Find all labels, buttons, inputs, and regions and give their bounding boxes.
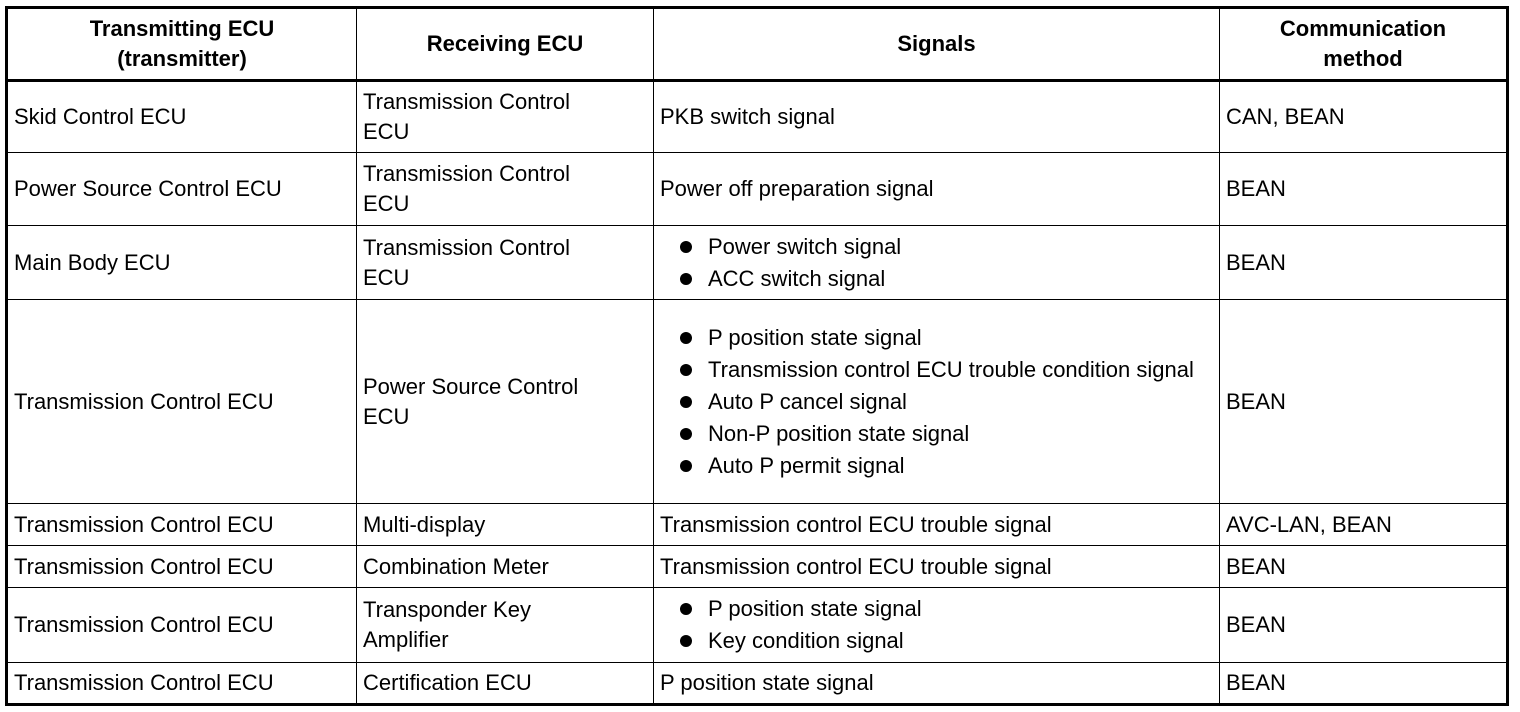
receiving-ecu-cell: Multi-display [356, 503, 654, 546]
signal-bullet-list: Power switch signal ACC switch signal [660, 232, 1213, 294]
method-cell: BEAN [1219, 662, 1508, 705]
transmitting-ecu-cell: Transmission Control ECU [6, 299, 357, 504]
transmitting-ecu-cell: Skid Control ECU [6, 80, 357, 153]
signals-cell: P position state signal Key condition si… [653, 587, 1220, 663]
ecu-communication-table: Transmitting ECU (transmitter) Receiving… [5, 6, 1509, 706]
method-cell: BEAN [1219, 587, 1508, 663]
transmitting-ecu-cell: Main Body ECU [6, 225, 357, 300]
header-signals: Signals [653, 7, 1220, 82]
receiving-ecu-cell: Certification ECU [356, 662, 654, 705]
method-cell: BEAN [1219, 299, 1508, 504]
signal-bullet-item: Auto P cancel signal [660, 387, 1213, 417]
signal-bullet-item: Transmission control ECU trouble conditi… [660, 355, 1213, 385]
bullet-icon [680, 459, 692, 472]
transmitting-ecu-cell: Power Source Control ECU [6, 152, 357, 226]
signals-cell: Transmission control ECU trouble signal [653, 545, 1220, 588]
receiving-ecu-cell: Combination Meter [356, 545, 654, 588]
signal-bullet-item: Key condition signal [660, 626, 1213, 656]
signal-bullet-list: P position state signal Key condition si… [660, 594, 1213, 656]
signal-bullet-item: Auto P permit signal [660, 451, 1213, 481]
table-row: Transmission Control ECU Power Source Co… [6, 299, 1508, 504]
receiving-ecu-cell: Transmission Control ECU [356, 80, 654, 153]
signals-cell: P position state signal [653, 662, 1220, 705]
table-row: Skid Control ECU Transmission Control EC… [6, 80, 1508, 153]
table-row: Main Body ECU Transmission Control ECU P… [6, 225, 1508, 300]
transmitting-ecu-cell: Transmission Control ECU [6, 503, 357, 546]
method-cell: AVC-LAN, BEAN [1219, 503, 1508, 546]
method-cell: CAN, BEAN [1219, 80, 1508, 153]
bullet-icon [680, 603, 692, 615]
receiving-ecu-cell: Power Source Control ECU [356, 299, 654, 504]
header-row: Transmitting ECU (transmitter) Receiving… [6, 7, 1508, 82]
method-cell: BEAN [1219, 545, 1508, 588]
method-cell: BEAN [1219, 152, 1508, 226]
bullet-icon [680, 395, 692, 408]
table-row: Transmission Control ECU Multi-display T… [6, 503, 1508, 546]
bullet-icon [680, 635, 692, 647]
table-row: Transmission Control ECU Combination Met… [6, 545, 1508, 588]
signals-cell: Power off preparation signal [653, 152, 1220, 226]
signal-bullet-item: Power switch signal [660, 232, 1213, 262]
bullet-icon [680, 363, 692, 376]
receiving-ecu-cell: Transmission Control ECU [356, 152, 654, 226]
table-row: Power Source Control ECU Transmission Co… [6, 152, 1508, 226]
signal-bullet-item: Non-P position state signal [660, 419, 1213, 449]
bullet-icon [680, 272, 692, 285]
table-row: Transmission Control ECU Transponder Key… [6, 587, 1508, 663]
signals-cell: Power switch signal ACC switch signal [653, 225, 1220, 300]
signal-bullet-item: ACC switch signal [660, 264, 1213, 294]
receiving-ecu-cell: Transponder Key Amplifier [356, 587, 654, 663]
receiving-ecu-cell: Transmission Control ECU [356, 225, 654, 300]
bullet-icon [680, 427, 692, 440]
method-cell: BEAN [1219, 225, 1508, 300]
transmitting-ecu-cell: Transmission Control ECU [6, 587, 357, 663]
header-communication-method: Communication method [1219, 7, 1508, 82]
transmitting-ecu-cell: Transmission Control ECU [6, 545, 357, 588]
signals-cell: P position state signal Transmission con… [653, 299, 1220, 504]
header-transmitting-ecu: Transmitting ECU (transmitter) [6, 7, 357, 82]
bullet-icon [680, 331, 692, 344]
header-receiving-ecu: Receiving ECU [356, 7, 654, 82]
table-row: Transmission Control ECU Certification E… [6, 662, 1508, 705]
bullet-icon [680, 240, 692, 253]
signal-bullet-item: P position state signal [660, 323, 1213, 353]
transmitting-ecu-cell: Transmission Control ECU [6, 662, 357, 705]
signals-cell: PKB switch signal [653, 80, 1220, 153]
signal-bullet-list: P position state signal Transmission con… [660, 323, 1213, 481]
signals-cell: Transmission control ECU trouble signal [653, 503, 1220, 546]
signal-bullet-item: P position state signal [660, 594, 1213, 624]
